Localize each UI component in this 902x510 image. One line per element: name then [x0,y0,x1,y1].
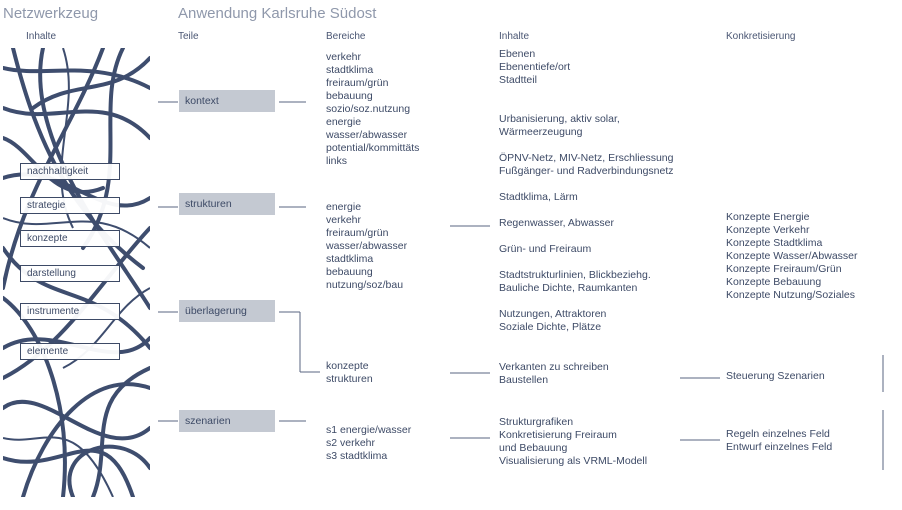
inhalte-wasser: Regenwasser, Abwasser [499,217,614,229]
konkretisierung-konzepte: Konzepte Energie Konzepte Verkehr Konzep… [726,211,858,301]
title-anwendung: Anwendung Karlsruhe Südost [178,5,377,22]
box-kontext: kontext [179,90,275,112]
inhalte-nutzung: Nutzungen, Attraktoren Soziale Dichte, P… [499,308,607,333]
left-label-instrumente: instrumente [20,303,120,320]
column-header-inhalte-left: Inhalte [26,31,57,42]
box-szenarien: szenarien [179,410,275,432]
bereiche-szenarien: s1 energie/wasser s2 verkehr s3 stadtkli… [326,424,412,462]
inhalte-szenarien: Strukturgrafiken Konkretisierung Freirau… [499,416,648,467]
bereiche-ueberlagerung: konzepte strukturen [326,360,373,385]
column-header-teile: Teile [178,31,199,42]
left-label-elemente: elemente [20,343,120,360]
inhalte-gruen: Grün- und Freiraum [499,243,592,255]
bereiche-kontext: verkehr stadtklima freiraum/grün bebauun… [326,51,420,167]
left-label-konzepte: konzepte [20,230,120,247]
box-strukturen: strukturen [179,193,275,215]
title-netzwerkzeug: Netzwerkzeug [3,5,99,22]
left-label-strategie: strategie [20,197,120,214]
column-header-konkretisierung: Konkretisierung [726,31,796,42]
inhalte-ueberlagerung: Verkanten zu schreiben Baustellen [499,361,609,386]
inhalte-stadtklima: Stadtklima, Lärm [499,191,578,203]
bereiche-strukturen: energie verkehr freiraum/grün wasser/abw… [326,201,408,291]
left-label-darstellung: darstellung [20,265,120,282]
inhalte-verkehr: ÖPNV-Netz, MIV-Netz, Erschliessung Fußgä… [499,152,674,177]
inhalte-bebauung: Stadtstrukturlinien, Blickbeziehg. Bauli… [499,269,651,294]
inhalte-ebenen: Ebenen Ebenentiefe/ort Stadtteil [499,48,571,86]
column-header-bereiche: Bereiche [326,31,366,42]
konkretisierung-steuerung: Steuerung Szenarien [726,370,825,382]
left-label-nachhaltigkeit: nachhaltigkeit [20,163,120,180]
column-header-inhalte: Inhalte [499,31,530,42]
box-ueberlagerung: überlagerung [179,300,275,322]
inhalte-energie: Urbanisierung, aktiv solar, Wärmeerzeugu… [499,113,620,138]
konkretisierung-regeln: Regeln einzelnes Feld Entwurf einzelnes … [726,428,833,453]
